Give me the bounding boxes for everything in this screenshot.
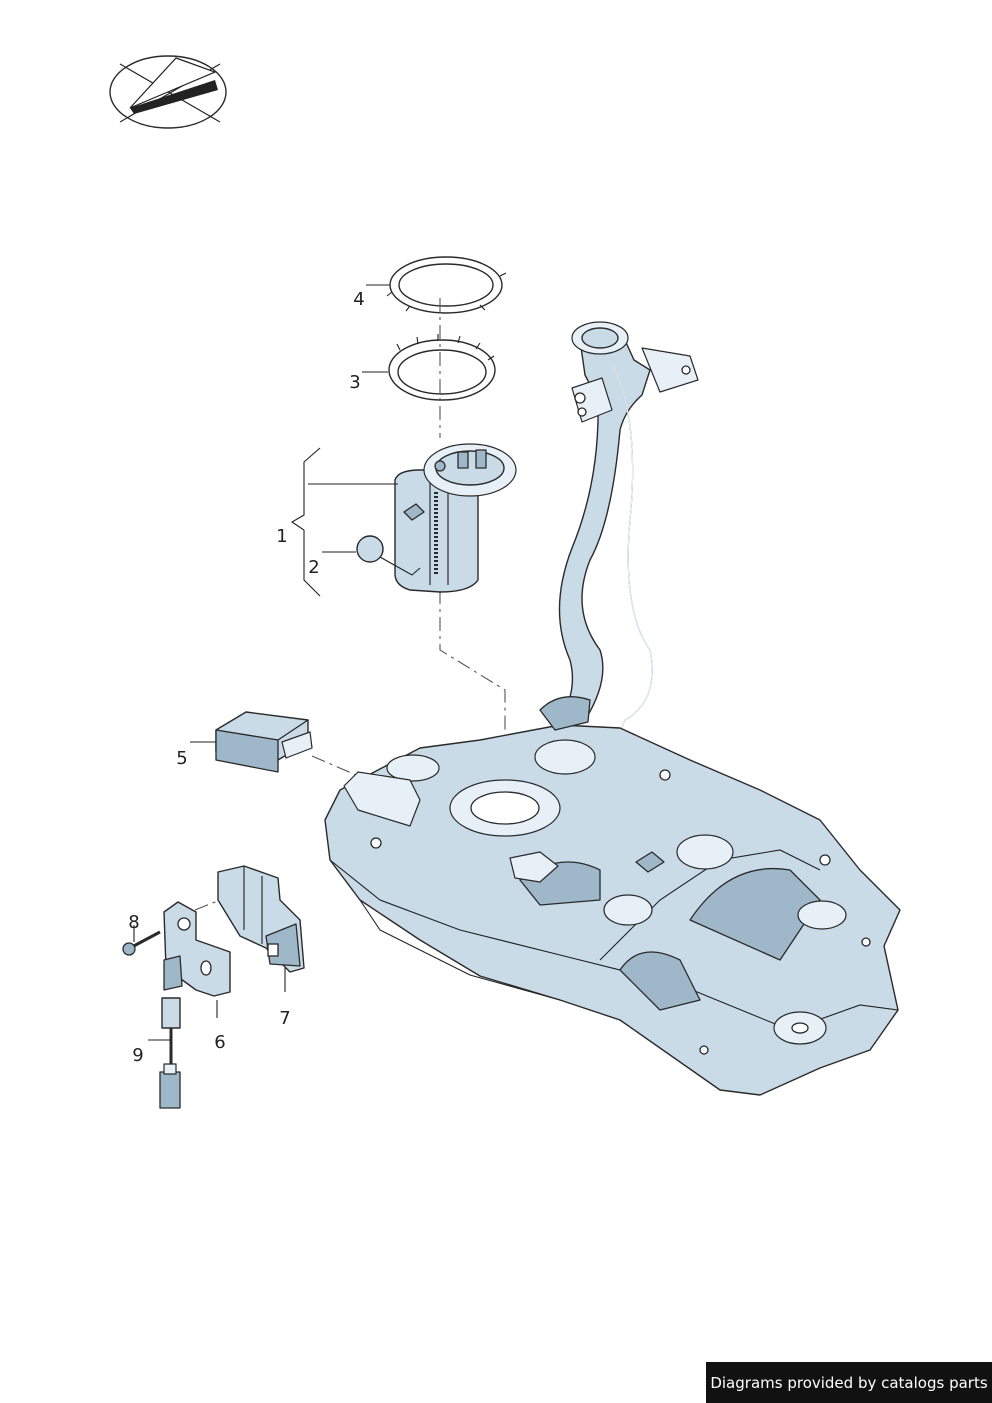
part-bracket [217, 865, 305, 973]
callout-9: 9 [132, 1045, 143, 1066]
orientation-compass-icon [109, 55, 227, 129]
callout-4: 4 [353, 289, 364, 310]
callout-2: 2 [308, 557, 319, 578]
part-wiring-connector [159, 997, 181, 1109]
callout-5: 5 [176, 748, 187, 769]
leader-lines [133, 284, 398, 1041]
part-screw [122, 930, 161, 956]
callout-7: 7 [279, 1008, 290, 1029]
callout-1: 1 [276, 526, 287, 547]
part-fuel-pump-module [356, 443, 517, 593]
callout-3: 3 [349, 372, 360, 393]
callout-6: 6 [214, 1032, 225, 1053]
callout-labels: 1 2 3 4 5 6 7 8 9 [128, 289, 364, 1066]
credit-banner: Diagrams provided by catalogs parts [706, 1362, 992, 1403]
part-fuel-tank [324, 696, 901, 1096]
callout-8: 8 [128, 912, 139, 933]
part-sensor-plate [163, 901, 231, 997]
part-control-unit [215, 711, 313, 773]
part-locking-ring [386, 256, 507, 314]
module-axis-line [311, 755, 357, 776]
part-retaining-ring [388, 334, 496, 401]
